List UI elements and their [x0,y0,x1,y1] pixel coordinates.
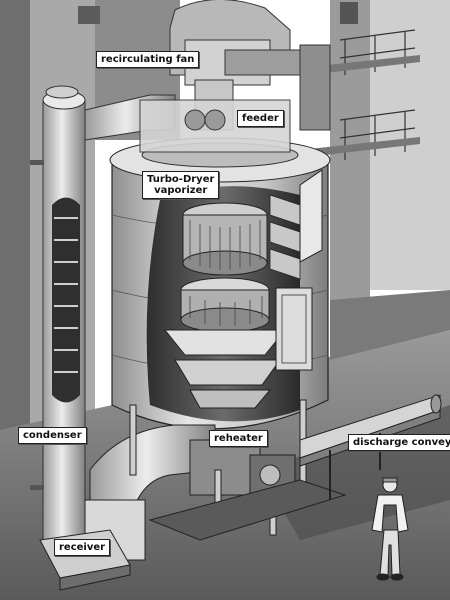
label-turbo-dryer-vaporizer: Turbo-Dryer vaporizer [142,171,220,199]
vaporizer-shell [109,99,331,430]
human-figure [371,477,409,581]
reheater-assembly [84,399,347,561]
label-receiver: receiver [54,539,111,556]
dryer-trays [163,202,287,409]
label-turbo-dryer-line1: Turbo-Dryer [147,174,215,185]
label-reheater: reheater [209,430,268,447]
label-condenser: condenser [18,427,87,444]
label-turbo-dryer-line2: vaporizer [154,185,208,196]
label-discharge-conveyor: discharge conveyor [348,434,450,451]
label-feeder: feeder [237,110,284,127]
label-recirculating-fan: recirculating fan [96,51,200,68]
